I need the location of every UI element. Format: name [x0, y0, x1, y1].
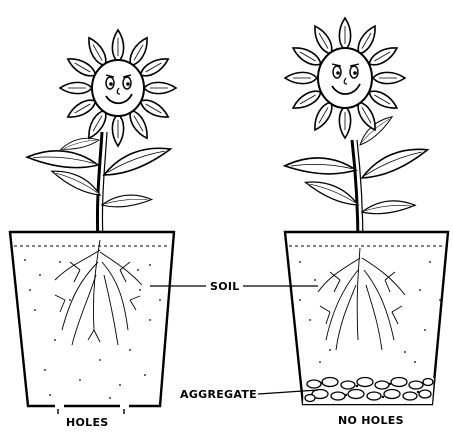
right-pot — [285, 232, 448, 404]
no-holes-label: NO HOLES — [338, 414, 404, 427]
left-pot — [10, 232, 174, 414]
right-pot-aggregate — [303, 378, 434, 405]
left-plant — [10, 30, 176, 414]
left-drain-hole-marks — [58, 409, 124, 414]
right-plant — [284, 18, 448, 404]
left-sunflower-head — [60, 30, 176, 146]
aggregate-label-group: AGGREGATE — [180, 388, 318, 401]
holes-label: HOLES — [66, 416, 109, 429]
soil-label: SOIL — [210, 280, 240, 293]
aggregate-label: AGGREGATE — [180, 388, 257, 401]
